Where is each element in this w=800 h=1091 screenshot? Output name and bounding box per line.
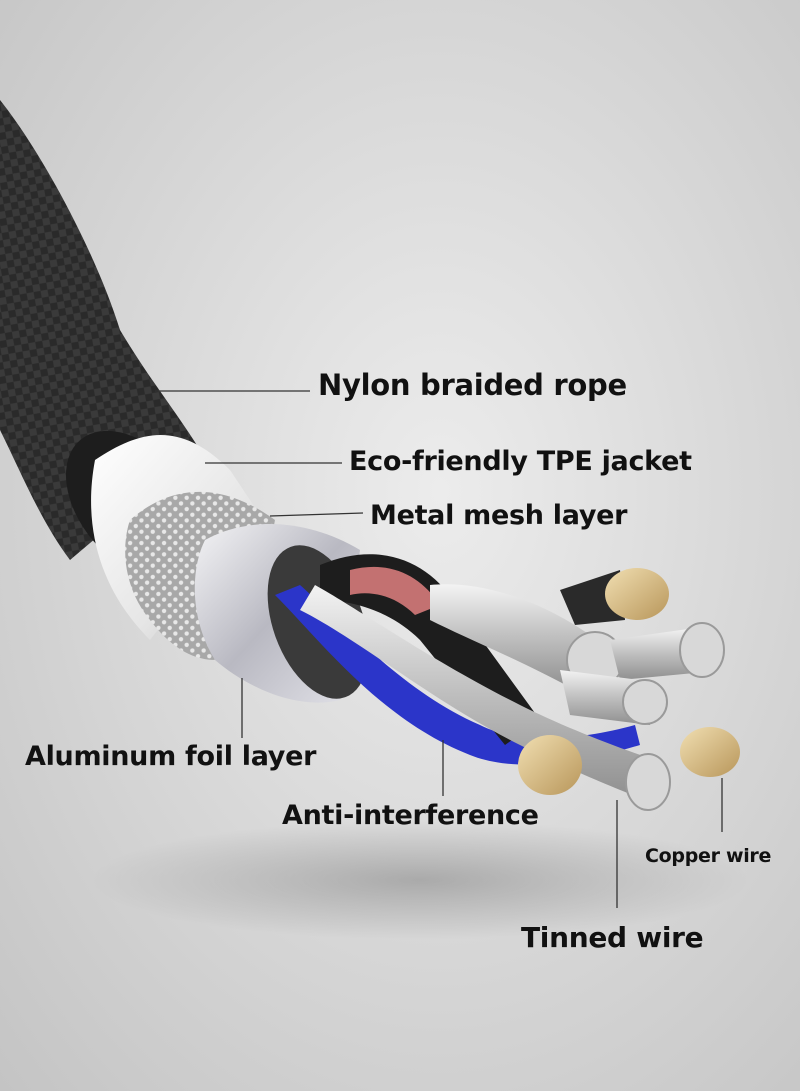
tinned-bundle-middle-end — [622, 679, 668, 725]
label-anti-interference: Anti-interference — [282, 800, 539, 831]
label-metal-mesh-layer: Metal mesh layer — [370, 500, 628, 531]
tinned-bundle-right-end — [679, 622, 725, 678]
label-tinned-wire: Tinned wire — [521, 921, 704, 954]
copper-conductor-top — [605, 568, 669, 620]
label-copper-wire: Copper wire — [645, 845, 772, 867]
label-tpe-jacket: Eco-friendly TPE jacket — [349, 446, 692, 477]
copper-conductor-right — [680, 727, 740, 777]
label-aluminum-foil-layer: Aluminum foil layer — [25, 741, 317, 772]
label-nylon-braided-rope: Nylon braided rope — [318, 368, 627, 402]
leader-line-mesh — [269, 512, 364, 517]
leader-lines — [155, 390, 723, 908]
tinned-bundle-lower-end — [625, 753, 671, 811]
tinned-bundle-upper — [430, 584, 590, 690]
copper-conductor-center — [518, 735, 582, 795]
red-highlight — [350, 566, 440, 615]
floor-shadow — [90, 820, 750, 940]
